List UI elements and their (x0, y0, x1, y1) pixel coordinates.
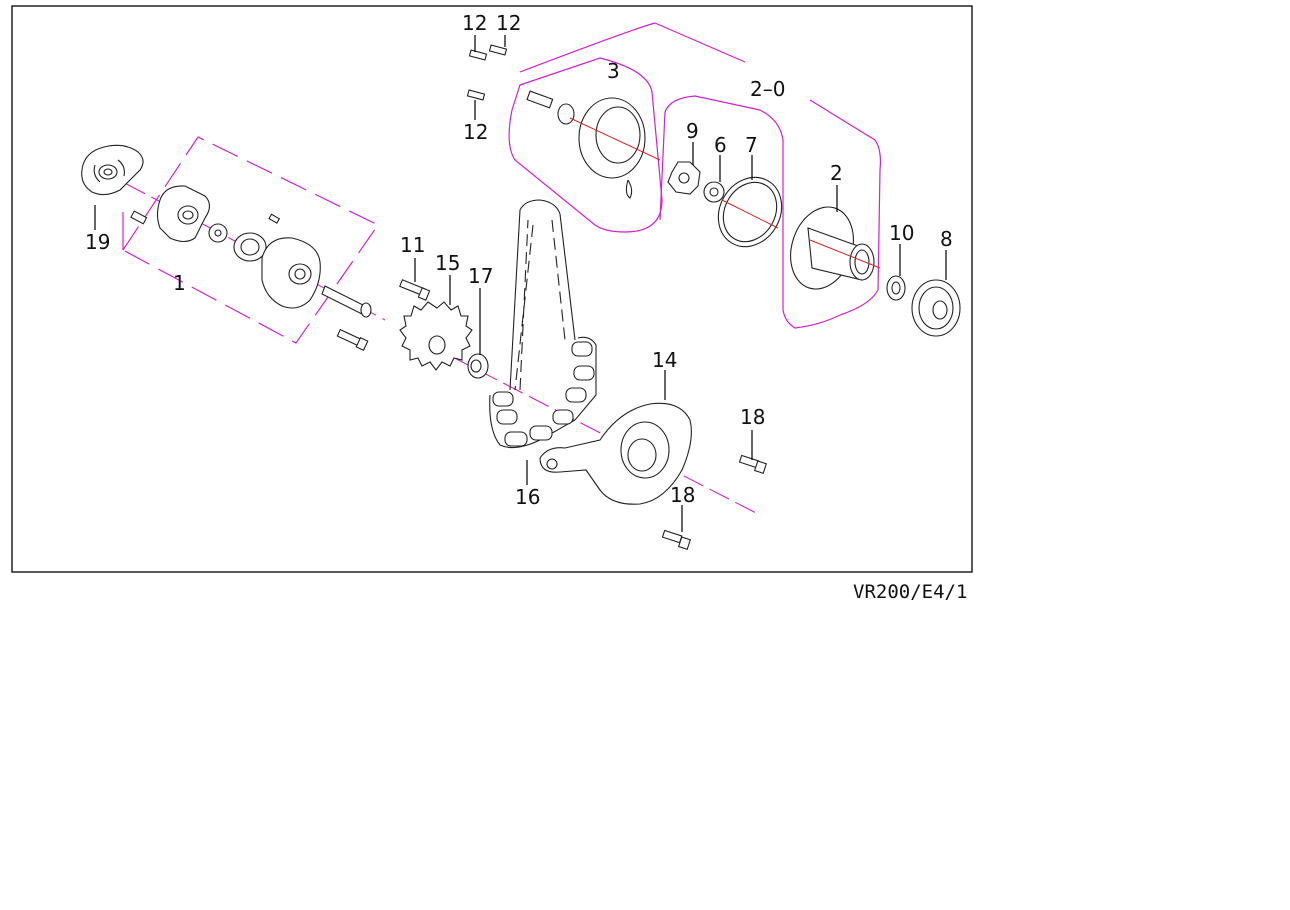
lower-axis (399, 329, 761, 516)
callout-18: 18 (740, 405, 765, 429)
gear-8 (911, 279, 961, 337)
callout-12: 12 (496, 11, 521, 35)
pump-body (261, 237, 321, 309)
group-2-0-outline (519, 22, 882, 329)
chain-16 (489, 199, 597, 449)
sprocket-15 (399, 301, 473, 371)
outer-rotor (233, 232, 267, 262)
pump-shaft (321, 285, 372, 318)
callout-14: 14 (652, 348, 677, 372)
bolt-11 (399, 279, 431, 301)
bolt-pump-lower (336, 328, 369, 351)
inner-rotor (208, 223, 228, 243)
rotor-9 (667, 161, 701, 195)
pump-cover (156, 185, 211, 243)
callout-16: 16 (515, 485, 540, 509)
chain-guide-14 (539, 402, 692, 505)
part-19-plate (81, 144, 144, 196)
callout-1: 1 (173, 271, 186, 295)
callout-8: 8 (940, 227, 953, 251)
callout-2-0: 2–0 (750, 77, 785, 101)
callout-6: 6 (714, 133, 727, 157)
bolts-12 (466, 44, 508, 101)
part-3-assembly (526, 90, 661, 199)
group-1-outline (122, 136, 379, 344)
callout-7: 7 (745, 133, 758, 157)
leader-lines (94, 35, 947, 532)
housing-2 (790, 206, 881, 290)
drawing-code: VR200/E4/1 (853, 581, 967, 603)
callout-17: 17 (468, 264, 493, 288)
collar-17 (467, 353, 489, 379)
bolt-18-lower (661, 529, 691, 550)
callout-11: 11 (400, 233, 425, 257)
washer-6 (703, 181, 725, 203)
callout-12: 12 (463, 120, 488, 144)
callout-15: 15 (435, 251, 460, 275)
callout-3: 3 (607, 59, 620, 83)
drawing-frame (11, 5, 973, 573)
callout-12: 12 (462, 11, 487, 35)
screw-left (130, 210, 148, 225)
callout-2: 2 (830, 161, 843, 185)
callout-18: 18 (670, 483, 695, 507)
bolt-18-upper (738, 454, 767, 474)
callout-10: 10 (889, 221, 914, 245)
pump-pin (268, 213, 281, 224)
callout-9: 9 (686, 119, 699, 143)
gasket-7 (717, 176, 783, 248)
callout-19: 19 (85, 230, 110, 254)
gear-10 (886, 275, 906, 301)
group-3-outline (508, 57, 663, 233)
